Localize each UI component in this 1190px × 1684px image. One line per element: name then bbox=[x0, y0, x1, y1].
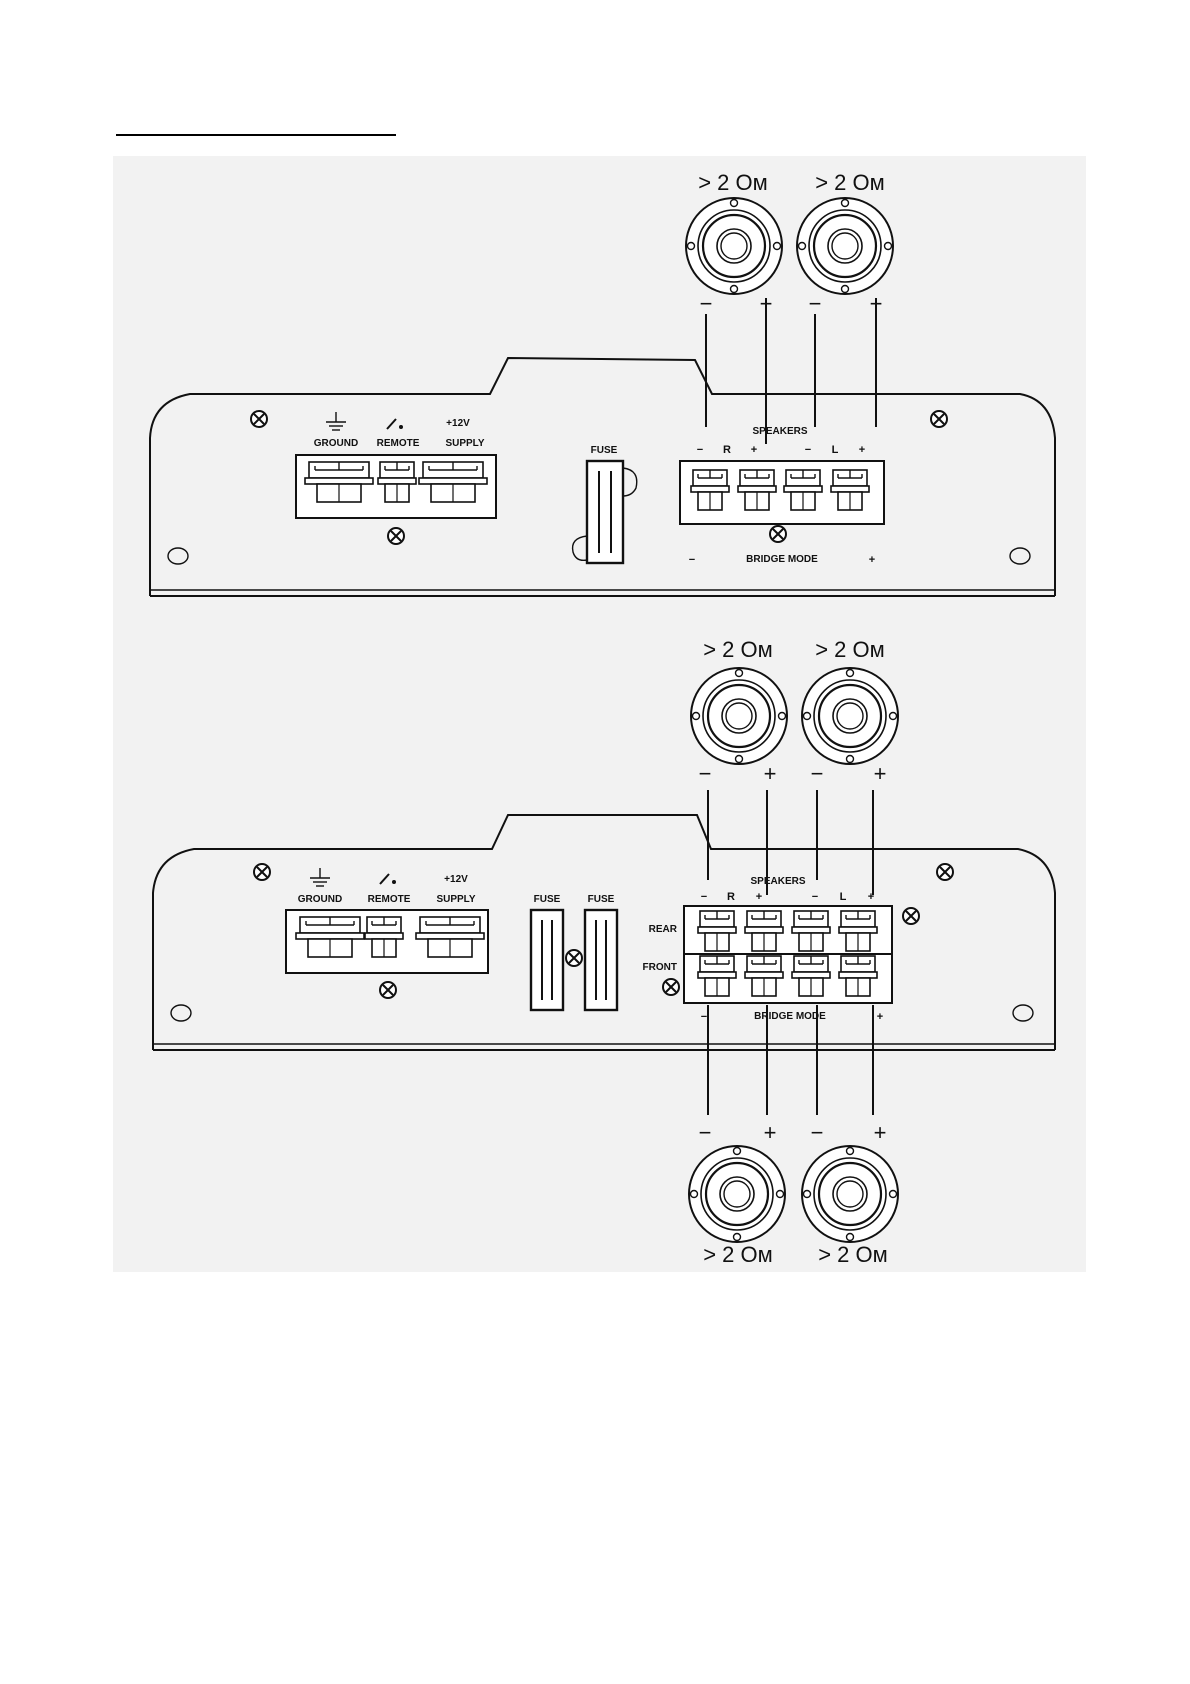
mount-screw-icon bbox=[379, 981, 397, 999]
speaker-plus-mark: + bbox=[760, 291, 773, 316]
speaker-impedance-label: > 2 Ом bbox=[703, 1242, 773, 1267]
speakers-label: SPEAKERS bbox=[750, 876, 805, 887]
bridge-minus-mark: − bbox=[689, 554, 695, 566]
speaker-impedance-label: > 2 Ом bbox=[698, 170, 768, 195]
rear-row-label: REAR bbox=[649, 924, 678, 935]
speakers-label: SPEAKERS bbox=[752, 426, 807, 437]
speaker-impedance-label: > 2 Ом bbox=[815, 637, 885, 662]
fuse-label: FUSE bbox=[534, 894, 561, 905]
fuse-icon[interactable] bbox=[583, 908, 619, 1012]
mount-screw-icon bbox=[662, 978, 680, 996]
mount-screw-icon bbox=[250, 410, 268, 428]
speaker-right: > 2 Ом − + bbox=[684, 170, 784, 316]
terminal-mark: L bbox=[832, 444, 839, 456]
speaker-rear-left: > 2 Ом − + bbox=[800, 637, 900, 786]
remote-switch-icon bbox=[379, 873, 396, 885]
mount-hole-icon bbox=[170, 1004, 192, 1022]
fuse-icon[interactable] bbox=[571, 459, 638, 565]
speaker-impedance-label: > 2 Ом bbox=[818, 1242, 888, 1267]
mount-hole-icon bbox=[1012, 1004, 1034, 1022]
speaker-icon bbox=[795, 196, 895, 296]
mount-screw-icon bbox=[936, 863, 954, 881]
terminal-mark: R bbox=[727, 891, 735, 903]
terminal-mark: − bbox=[701, 891, 707, 903]
terminal-mark: − bbox=[812, 891, 818, 903]
mount-hole-icon bbox=[167, 547, 189, 565]
speaker-front-right: − + > 2 Ом bbox=[687, 1120, 787, 1267]
bridge-mode-label: BRIDGE MODE bbox=[746, 554, 818, 565]
speaker-minus-mark: − bbox=[809, 291, 822, 316]
speaker-icon bbox=[684, 196, 784, 296]
mount-screw-icon bbox=[565, 949, 583, 967]
ground-symbol-icon bbox=[326, 412, 346, 431]
supply-voltage-label: +12V bbox=[444, 874, 468, 885]
speaker-plus-mark: + bbox=[874, 1120, 887, 1145]
speaker-front-left: − + > 2 Ом bbox=[800, 1120, 900, 1267]
speaker-plus-mark: + bbox=[764, 1120, 777, 1145]
speaker-plus-mark: + bbox=[764, 761, 777, 786]
bridge-plus-mark: + bbox=[869, 554, 875, 566]
speaker-icon bbox=[689, 666, 789, 766]
mount-screw-icon bbox=[930, 410, 948, 428]
speaker-icon bbox=[800, 1144, 900, 1244]
fuse-label: FUSE bbox=[588, 894, 615, 905]
terminal-mark: L bbox=[840, 891, 847, 903]
remote-label: REMOTE bbox=[368, 894, 411, 905]
speaker-minus-mark: − bbox=[811, 1120, 824, 1145]
speaker-plus-mark: + bbox=[874, 761, 887, 786]
speaker-impedance-label: > 2 Ом bbox=[703, 637, 773, 662]
ground-symbol-icon bbox=[310, 868, 330, 887]
supply-label: SUPPLY bbox=[436, 894, 475, 905]
speaker-rear-right: > 2 Ом − + bbox=[689, 637, 789, 786]
fuse-icon[interactable] bbox=[529, 908, 565, 1012]
speaker-minus-mark: − bbox=[699, 761, 712, 786]
mount-screw-icon bbox=[769, 525, 787, 543]
mount-hole-icon bbox=[1009, 547, 1031, 565]
terminal-mark: R bbox=[723, 444, 731, 456]
bridge-mode-label: BRIDGE MODE bbox=[754, 1011, 826, 1022]
terminal-mark: + bbox=[859, 444, 865, 456]
speaker-plus-mark: + bbox=[870, 291, 883, 316]
speaker-left: > 2 Ом − + bbox=[795, 170, 895, 316]
bridge-minus-mark: − bbox=[701, 1011, 707, 1023]
terminal-mark: − bbox=[805, 444, 811, 456]
fuse-label: FUSE bbox=[591, 445, 618, 456]
terminal-mark: + bbox=[868, 891, 874, 903]
diagram-background bbox=[113, 156, 1086, 1272]
bridge-plus-mark: + bbox=[877, 1011, 883, 1023]
remote-label: REMOTE bbox=[377, 438, 420, 449]
supply-label: SUPPLY bbox=[445, 438, 484, 449]
ground-label: GROUND bbox=[314, 438, 358, 449]
mount-screw-icon bbox=[902, 907, 920, 925]
supply-voltage-label: +12V bbox=[446, 418, 470, 429]
lower-amplifier: +12V GROUND REMOTE SUPPLY FUSE FUSE SPEA… bbox=[152, 637, 1056, 1267]
speaker-icon bbox=[687, 1144, 787, 1244]
mount-screw-icon bbox=[387, 527, 405, 545]
front-row-label: FRONT bbox=[643, 962, 677, 973]
ground-label: GROUND bbox=[298, 894, 342, 905]
heading-underline bbox=[116, 134, 396, 136]
speaker-icon bbox=[800, 666, 900, 766]
mount-screw-icon bbox=[253, 863, 271, 881]
speaker-minus-mark: − bbox=[699, 1120, 712, 1145]
terminal-mark: + bbox=[751, 444, 757, 456]
terminal-mark: + bbox=[756, 891, 762, 903]
speaker-minus-mark: − bbox=[700, 291, 713, 316]
speaker-minus-mark: − bbox=[811, 761, 824, 786]
upper-amplifier: +12V GROUND REMOTE SUPPLY FUSE SPEAKERS … bbox=[149, 170, 1056, 597]
speaker-impedance-label: > 2 Ом bbox=[815, 170, 885, 195]
terminal-mark: − bbox=[697, 444, 703, 456]
remote-switch-icon bbox=[386, 418, 403, 430]
